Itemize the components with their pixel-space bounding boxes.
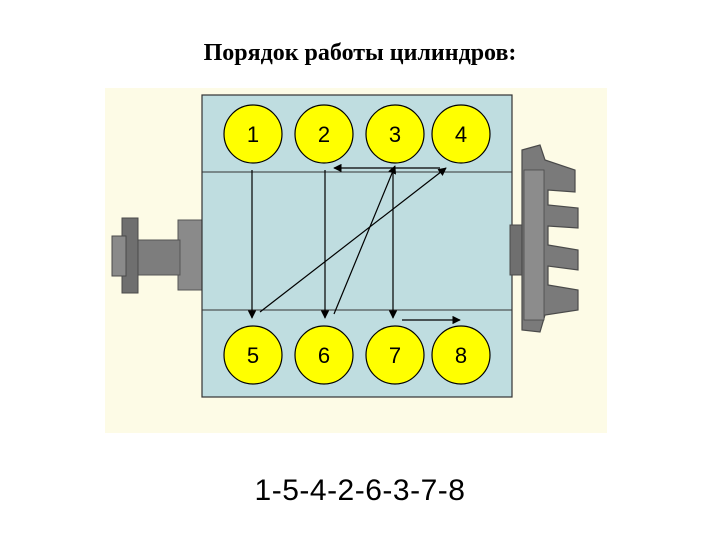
cylinder-7 — [365, 325, 425, 385]
cylinder-7-label: 7 — [389, 343, 401, 368]
arrow-6-to-3 — [333, 165, 397, 315]
cylinder-6 — [294, 325, 354, 385]
cylinder-1-label: 1 — [247, 122, 259, 147]
firing-order-text: 1-5-4-2-6-3-7-8 — [254, 474, 466, 507]
diagram-title: Порядок работы цилиндров: — [203, 40, 517, 66]
cylinder-1 — [223, 104, 283, 164]
cylinder-4 — [431, 104, 491, 164]
cylinder-group: 1 2 3 4 5 6 7 8 — [223, 104, 491, 385]
crankshaft-pulley — [111, 217, 205, 294]
cylinder-3 — [365, 104, 425, 164]
cylinder-5 — [223, 325, 283, 385]
cylinder-8-label: 8 — [455, 343, 467, 368]
cylinder-3-label: 3 — [389, 122, 401, 147]
cylinder-2 — [294, 104, 354, 164]
cylinder-6-label: 6 — [318, 343, 330, 368]
flywheel — [509, 144, 579, 333]
cylinder-4-label: 4 — [455, 122, 467, 147]
firing-order-arrows — [247, 163, 461, 325]
cylinder-8 — [431, 325, 491, 385]
cylinder-5-label: 5 — [247, 343, 259, 368]
cylinder-2-label: 2 — [318, 122, 330, 147]
arrow-5-to-4 — [259, 167, 447, 313]
